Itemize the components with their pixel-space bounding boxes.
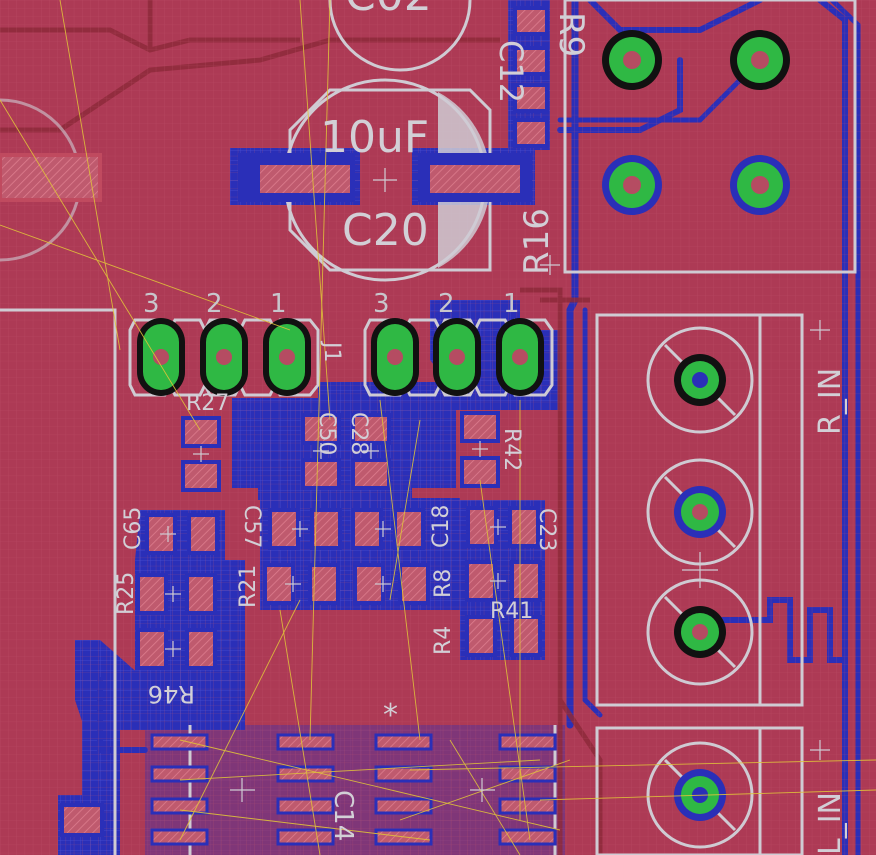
label-c28: C28 xyxy=(346,412,371,455)
label-r21: R21 xyxy=(236,565,261,608)
label-pin-1b: 1 xyxy=(503,289,520,319)
label-c02: C02 xyxy=(345,0,432,21)
label-r-in: R_IN xyxy=(813,368,848,435)
label-r4: R4 xyxy=(431,626,456,655)
label-c18: C18 xyxy=(429,505,454,548)
label-c12: C12 xyxy=(492,40,530,103)
label-l-in: L_IN xyxy=(813,792,848,855)
ic-pads[interactable] xyxy=(150,733,557,846)
label-c57: C57 xyxy=(239,505,264,548)
label-r41: R41 xyxy=(490,599,533,624)
silkscreen-labels: C02 10uF C20 R9 C12 R16 R27 C50 C28 R42 … xyxy=(114,0,848,855)
label-r16: R16 xyxy=(517,208,557,275)
label-c65: C65 xyxy=(121,507,146,550)
label-c23: C23 xyxy=(534,508,559,551)
label-c20-name: C20 xyxy=(342,205,429,256)
label-r27: R27 xyxy=(186,391,229,416)
origin-crosshairs xyxy=(160,168,830,802)
label-pin-3b: 3 xyxy=(373,289,390,319)
smd-pads[interactable] xyxy=(0,6,549,837)
through-hole-pads[interactable] xyxy=(602,30,790,821)
label-r46: R46 xyxy=(148,680,195,708)
label-c14: C14 xyxy=(328,790,358,841)
label-pin-2a: 2 xyxy=(206,289,223,319)
label-r42: R42 xyxy=(499,428,524,471)
label-pin-3a: 3 xyxy=(143,289,160,319)
label-pin1-marker: * xyxy=(383,698,398,733)
label-r8: R8 xyxy=(431,569,456,598)
label-c20-value: 10uF xyxy=(320,112,429,163)
label-c50: C50 xyxy=(314,412,339,455)
label-pin-1a: 1 xyxy=(270,289,287,319)
label-pin-2b: 2 xyxy=(438,289,455,319)
label-r25: R25 xyxy=(114,572,139,615)
label-r9: R9 xyxy=(551,12,591,57)
header-pins[interactable] xyxy=(137,318,544,396)
label-j1: J1 xyxy=(319,340,344,363)
